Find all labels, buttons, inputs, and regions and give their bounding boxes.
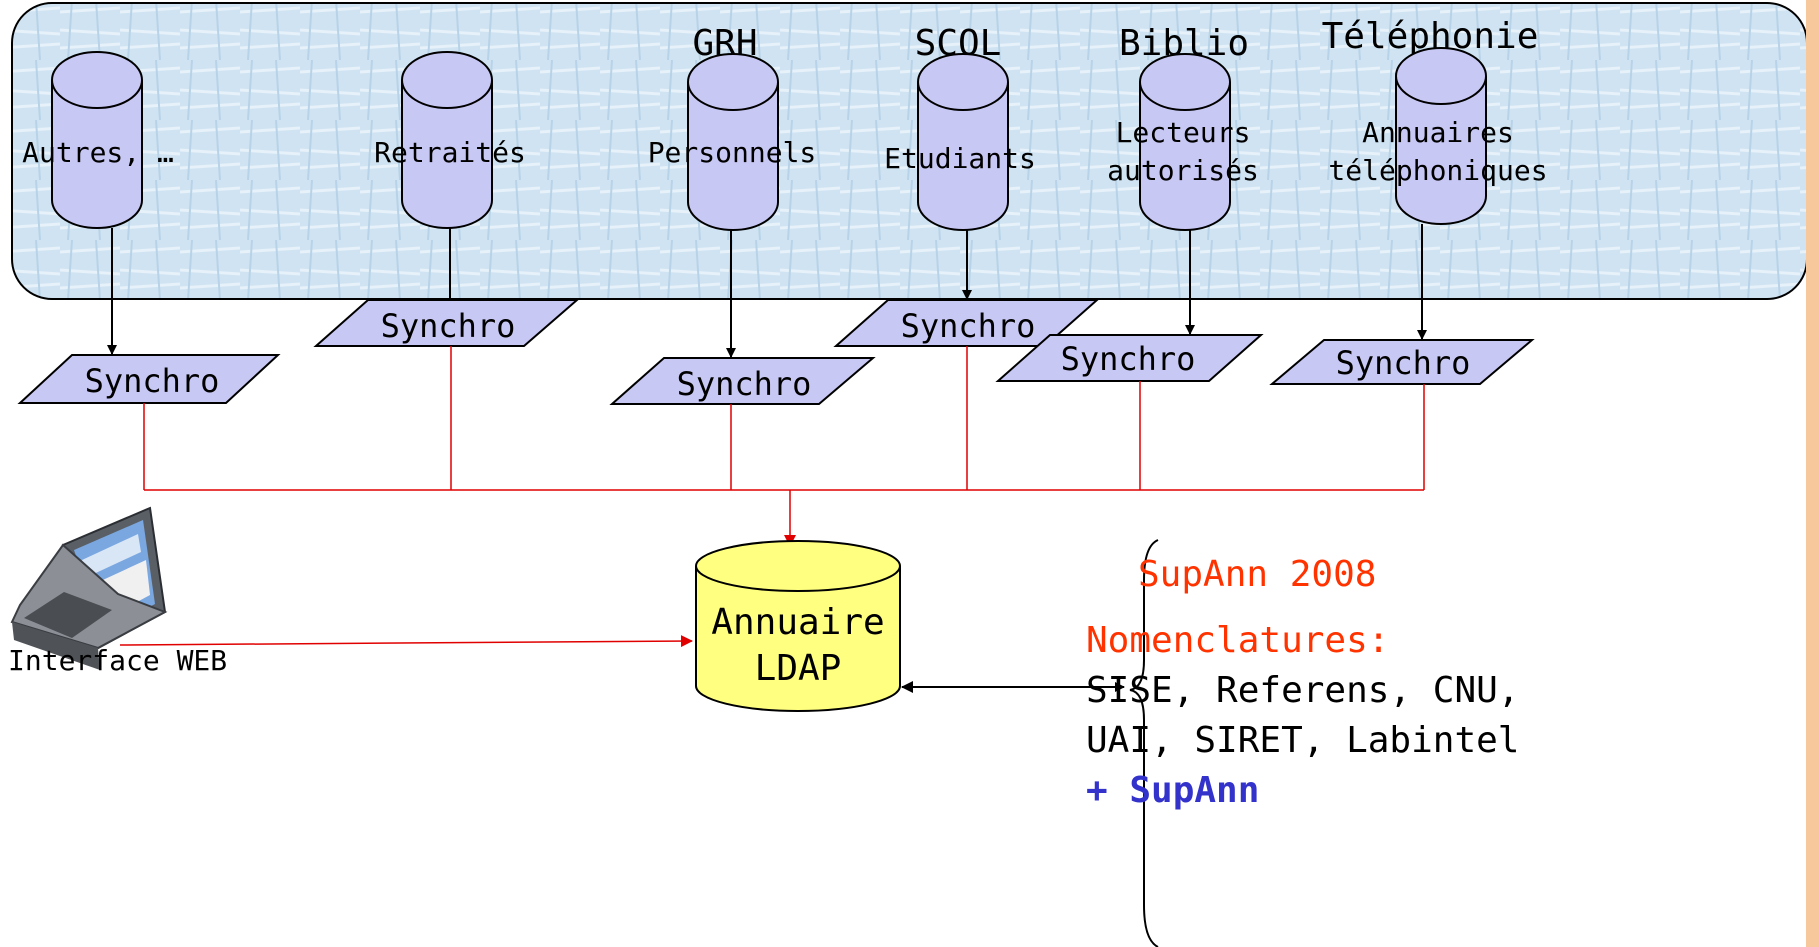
- ldap-database-icon: [695, 540, 901, 712]
- synchro-lecteurs-label: Synchro: [1061, 340, 1196, 378]
- synchro-autres-shape: [17, 354, 281, 404]
- system-personnels-label: Personnels: [648, 136, 817, 169]
- system-lecteurs-label-line2: autorisés: [1107, 154, 1259, 187]
- cylinder-lecteurs-icon: [1139, 53, 1231, 231]
- right-edge-bar: [1806, 0, 1819, 947]
- system-annuaires-label-line2: téléphoniques: [1328, 154, 1547, 187]
- nomenclatures-line3: + SupAnn: [1086, 770, 1259, 811]
- synchro-autres-label: Synchro: [85, 362, 220, 400]
- arrow-web-to-ldap: [119, 635, 693, 648]
- source-arrows: [107, 224, 1427, 358]
- system-annuaires-label-line1: Annuaires: [1362, 116, 1514, 149]
- synchro-etudiants-label: Synchro: [901, 307, 1036, 345]
- synchro-retraites-label: Synchro: [381, 307, 516, 345]
- synchro-annuaires-label: Synchro: [1336, 344, 1471, 382]
- cylinder-etudiants-icon: [917, 53, 1009, 231]
- nomenclatures-heading: Nomenclatures:: [1086, 620, 1389, 661]
- system-lecteurs-label-line1: Lecteurs: [1116, 116, 1251, 149]
- system-autres-label: Autres, …: [22, 136, 174, 169]
- supann-2008-title: SupAnn 2008: [1138, 554, 1376, 595]
- synchro-merge-lines: [143, 346, 1425, 547]
- cylinder-annuaires-icon: [1395, 47, 1487, 225]
- synchro-personnels-label: Synchro: [677, 365, 812, 403]
- nomenclatures-line2: UAI, SIRET, Labintel: [1086, 720, 1519, 761]
- system-retraites-label: Retraités: [374, 136, 526, 169]
- synchro-lecteurs-shape: [995, 334, 1264, 382]
- synchro-retraites-shape: [313, 299, 580, 347]
- synchro-personnels-shape: [609, 357, 876, 405]
- ldap-label-line1: Annuaire: [711, 602, 884, 643]
- nomenclatures-line1: SISE, Referens, CNU,: [1086, 670, 1519, 711]
- system-etudiants-label: Etudiants: [884, 142, 1036, 175]
- laptop-icon: [10, 506, 168, 670]
- synchro-annuaires-shape: [1269, 339, 1535, 385]
- ldap-label-line2: LDAP: [755, 648, 842, 689]
- web-interface-label: Interface WEB: [8, 644, 227, 677]
- nomenclature-brace: [1129, 539, 1159, 947]
- cylinder-autres-icon: [51, 51, 143, 229]
- cylinder-personnels-icon: [687, 53, 779, 231]
- cylinder-retraites-icon: [401, 51, 493, 229]
